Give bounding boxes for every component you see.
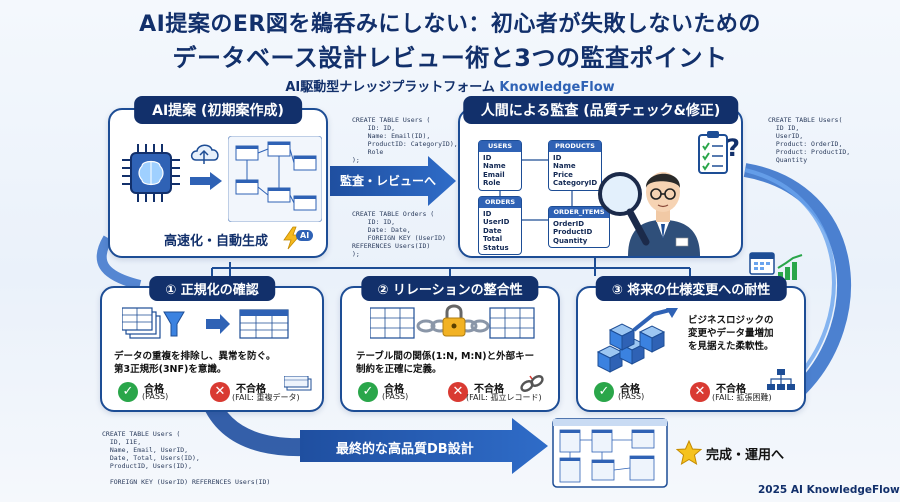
products-field: ID xyxy=(553,153,562,162)
svg-text:?: ? xyxy=(726,134,740,162)
relation-lock-icon xyxy=(370,304,535,339)
order-items-table-title: ORDER_ITEMS xyxy=(549,207,609,218)
magnifier-icon xyxy=(598,172,650,246)
point2-pass-sub: (PASS) xyxy=(382,392,409,401)
code-snippet-right: CREATE TABLE Users( ID ID, UserID, Produ… xyxy=(768,116,851,164)
star-icon xyxy=(676,440,702,466)
subtitle-prefix: AI駆動型ナレッジプラットフォーム xyxy=(285,80,500,95)
point3-fail-sub: (FAIL: 拡張困難) xyxy=(712,393,772,402)
human-audit-panel: 人間による監査 (品質チェック&修正) USERS ID Name Email … xyxy=(458,96,743,258)
point3-pass-sub: (PASS) xyxy=(618,392,645,401)
orders-field: Total xyxy=(483,235,503,243)
title-line-2: データベース設計レビュー術と3つの監査ポイント xyxy=(172,44,728,72)
users-field: Name xyxy=(483,162,506,170)
hierarchy-icon xyxy=(767,369,795,390)
point3-desc-1: ビジネスロジックの xyxy=(688,315,774,326)
duplicate-data-icon xyxy=(284,376,312,391)
point2-panel: ② リレーションの整合性 テーブル間の関係(1:N, M:N)と外部キー 制約を… xyxy=(340,276,560,412)
final-er-screen-icon xyxy=(552,418,668,488)
complete-label: 完成・運用へ xyxy=(706,448,785,463)
products-field: CategoryID xyxy=(553,179,598,187)
point3-desc-2: 変更やデータ量増加 xyxy=(688,328,774,339)
point2-desc-1: テーブル間の関係(1:N, M:N)と外部キー xyxy=(356,351,535,362)
point1-panel: ① 正規化の確認 データの重複を排除し、異常を防ぐ。 第3正規形(3NF)を意識… xyxy=(100,276,324,412)
point1-fail-sub: (FAIL: 重複データ) xyxy=(232,393,300,402)
point2-fail-sub: (FAIL: 孤立レコード) xyxy=(466,393,542,402)
products-field: Name xyxy=(553,162,576,170)
normalization-icon xyxy=(122,307,289,339)
er-table-users: USERS ID Name Email Role xyxy=(478,140,522,191)
review-arrow-label: 監査・レビューへ xyxy=(340,174,437,188)
code-snippet-bottom: CREATE TABLE Users ( ID, I1E, Name, Emai… xyxy=(102,430,271,486)
fail-cross-icon: ✕ xyxy=(690,382,710,402)
orders-field: ID xyxy=(483,209,492,218)
point1-fail: 不合格 xyxy=(236,384,266,395)
point2-fail: 不合格 xyxy=(474,384,504,395)
order-items-field: Quantity xyxy=(553,236,588,245)
ai-flow-arrow-icon xyxy=(190,172,222,190)
ai-proposal-header: AI提案 (初期案作成) xyxy=(134,96,302,124)
point2-pass: 合格 xyxy=(384,384,404,395)
point1-desc-1: データの重複を排除し、異常を防ぐ。 xyxy=(114,351,276,362)
orders-field: Status xyxy=(483,243,509,252)
users-field: Email xyxy=(483,170,505,179)
ai-proposal-panel: AI提案 (初期案作成) 高速化・自動生成 xyxy=(108,96,328,258)
question-bubble-icon: ? xyxy=(726,134,740,162)
broken-link-icon xyxy=(520,375,544,392)
scalable-blocks-icon xyxy=(596,308,678,373)
point3-fail: 不合格 xyxy=(716,384,746,395)
footer-credit: 2025 AI KnowledgeFlow xyxy=(758,484,900,496)
order-items-field: ProductID xyxy=(553,228,593,236)
point2-header: ② リレーションの整合性 xyxy=(361,276,539,301)
point3-header: ③ 将来の仕様変更への耐性 xyxy=(595,276,787,301)
products-field: Price xyxy=(553,170,573,179)
orders-field: UserID xyxy=(483,218,510,226)
lightning-icon xyxy=(283,226,301,250)
users-field: ID xyxy=(483,153,492,162)
users-field: Role xyxy=(483,179,501,187)
point2-desc-2: 制約を正確に定義。 xyxy=(356,364,442,375)
code-snippet-users: CREATE TABLE Users ( ID: ID, Name: Email… xyxy=(352,116,458,164)
cloud-upload-icon xyxy=(190,144,219,164)
point1-header: ① 正規化の確認 xyxy=(149,276,275,301)
subtitle: AI駆動型ナレッジプラットフォーム KnowledgeFlow xyxy=(0,76,900,95)
er-table-order-items: ORDER_ITEMS OrderID ProductID Quantity xyxy=(548,206,610,248)
point3-pass: 合格 xyxy=(620,384,640,395)
products-table-title: PRODUCTS xyxy=(549,141,601,152)
point1-pass-sub: (PASS) xyxy=(142,392,169,401)
point1-desc-2: 第3正規形(3NF)を意識。 xyxy=(114,364,227,375)
point1-pass: 合格 xyxy=(144,384,164,395)
orders-table-title: ORDERS xyxy=(479,197,521,208)
er-table-products: PRODUCTS ID Name Price CategoryID xyxy=(548,140,602,191)
calendar-icon xyxy=(749,252,775,275)
point3-desc-3: を見据えた柔軟性。 xyxy=(688,341,774,352)
inspector-person-icon xyxy=(628,172,700,256)
er-table-orders: ORDERS ID UserID Date Total Status xyxy=(478,196,522,255)
draft-er-diagram-icon xyxy=(228,136,322,222)
subtitle-brand: KnowledgeFlow xyxy=(499,80,615,95)
review-arrow xyxy=(330,156,456,206)
order-items-field: OrderID xyxy=(553,219,585,228)
ai-badge: AI xyxy=(296,230,314,241)
human-audit-header: 人間による監査 (品質チェック&修正) xyxy=(462,96,739,124)
ai-caption: 高速化・自動生成 xyxy=(164,234,269,249)
final-design-label: 最終的な高品質DB設計 xyxy=(336,442,474,457)
fail-cross-icon: ✕ xyxy=(210,382,230,402)
pass-check-icon: ✓ xyxy=(118,382,138,402)
pass-check-icon: ✓ xyxy=(358,382,378,402)
checklist-clipboard-icon xyxy=(698,131,728,174)
er-relation-lines xyxy=(499,159,573,221)
title-line-1: AI提案のER図を鵜呑みにしない：初心者が失敗しないための xyxy=(139,12,761,37)
pass-check-icon: ✓ xyxy=(594,382,614,402)
users-table-title: USERS xyxy=(479,141,521,152)
final-design-arrow xyxy=(300,418,548,474)
ai-chip-icon xyxy=(122,144,180,202)
orders-field: Date xyxy=(483,226,502,235)
fail-cross-icon: ✕ xyxy=(448,382,468,402)
code-snippet-orders: CREATE TABLE Orders ( ID: ID, Date: Date… xyxy=(352,210,446,258)
point3-panel: ③ 将来の仕様変更への耐性 ビジネスロジックの 変更やデータ量増加 を見据えた柔… xyxy=(576,276,806,412)
